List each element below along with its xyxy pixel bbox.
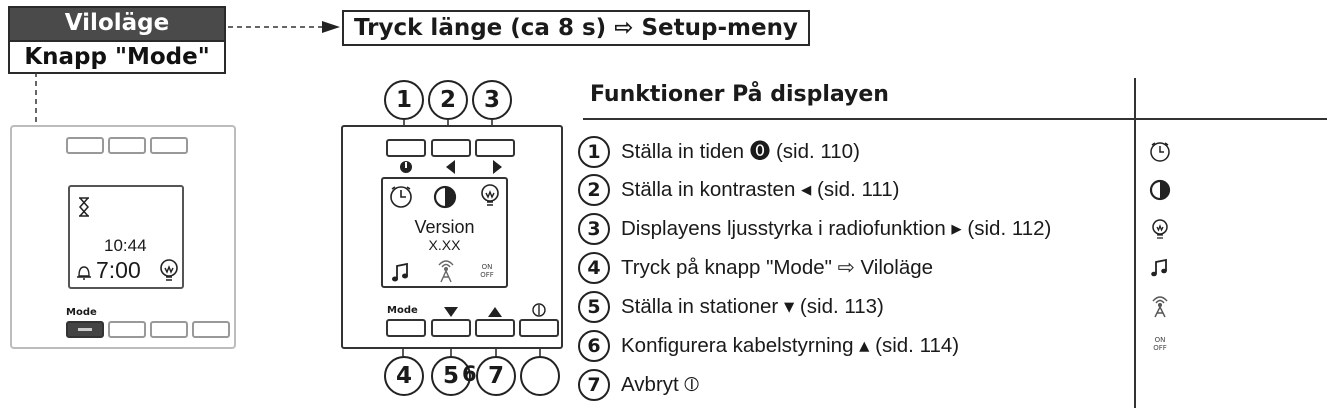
key-brightness[interactable] [475,139,515,157]
function-row-7: 7 Avbryt ⦶ [578,368,1138,402]
clock-icon [390,186,412,208]
function-row-1: 1 Ställa in tiden ⓿ (sid. 110) [578,135,1138,169]
triangle-up-icon [488,307,502,317]
setup-display: Version X.XX ON OFF [381,177,508,288]
device-top-key-1[interactable] [66,137,104,154]
function-number: 3 [578,213,610,245]
sleep-mode-label: Viloläge [10,8,224,40]
callout-5: 5 [431,356,471,396]
function-number: 5 [578,291,610,323]
power-clock-symbol-icon [400,161,412,173]
function-row-2: 2 Ställa in kontrasten ◂ (sid. 111) [578,173,1138,207]
table-divider-vertical [1134,78,1136,408]
clock-icon [1150,142,1170,162]
antenna-icon [438,260,454,283]
device-bottom-key-4[interactable] [192,321,230,338]
callout-2: 2 [428,80,468,120]
function-text: Ställa in tiden ⓿ (sid. 110) [621,140,860,163]
key-contrast[interactable] [431,139,471,157]
callout-4: 4 [384,356,424,396]
function-text: Tryck på knapp "Mode" ⇨ Viloläge [621,256,934,279]
mode-key[interactable] [66,321,104,338]
mode-key-label: Mode [387,305,418,316]
bulb-icon [481,184,499,206]
function-row-3: 3 Displayens ljusstyrka i radiofunktion … [578,212,1138,246]
function-text: Avbryt ⦶ [621,373,700,396]
function-row-4: 4 Tryck på knapp "Mode" ⇨ Viloläge [578,251,1138,285]
device-display: 10:44 7:00 [68,185,184,289]
onoff-switch-icon: ON OFF [1153,336,1167,352]
function-text: Konfigurera kabelstyrning ▴ (sid. 114) [621,334,960,357]
onoff-switch-icon: ON OFF [480,263,494,279]
key-stations[interactable] [431,319,471,337]
mode-key[interactable] [386,319,426,337]
contrast-icon [1149,179,1171,201]
contrast-icon [433,185,457,209]
device-bottom-key-3[interactable] [150,321,188,338]
callout-cancel [520,356,560,396]
triangle-down-icon [444,307,458,317]
device-sleep-mode: 10:44 7:00 Mode [10,125,236,349]
key-cable-control[interactable] [475,319,515,337]
callout-6: 6 [462,362,477,386]
function-number: 2 [578,174,610,206]
clock-time: 10:44 [104,236,147,255]
version-value: X.XX [428,237,461,253]
function-text: Ställa in kontrasten ◂ (sid. 111) [621,178,900,201]
mode-label-box: Viloläge Knapp "Mode" [8,6,226,74]
triangle-right-icon [493,160,502,174]
bulb-icon [1152,219,1168,239]
function-row-6: 6 Konfigurera kabelstyrning ▴ (sid. 114) [578,329,1138,363]
table-divider-horizontal [583,118,1327,120]
antenna-icon [1152,296,1168,318]
alarm-time: 7:00 [96,257,141,283]
callout-7: 7 [476,356,516,396]
mode-button-label: Knapp "Mode" [10,40,224,72]
music-note-icon [1151,258,1167,277]
function-number: 6 [578,330,610,362]
mode-key-label: Mode [66,307,97,318]
device-bottom-key-2[interactable] [108,321,146,338]
function-number: 7 [578,369,610,401]
callout-3: 3 [472,80,512,120]
device-setup-menu: Version X.XX ON OFF Mode [341,125,563,349]
functions-title: Funktioner På displayen [590,82,889,107]
hourglass-icon [78,197,90,217]
triangle-left-icon [446,160,455,174]
callout-1: 1 [384,80,424,120]
key-cancel[interactable] [519,319,559,337]
version-label: Version [414,217,475,237]
function-text: Displayens ljusstyrka i radiofunktion ▸ … [621,217,1052,240]
function-row-5: 5 Ställa in stationer ▾ (sid. 113) [578,290,1138,324]
device-top-key-3[interactable] [150,137,188,154]
device-top-key-2[interactable] [108,137,146,154]
function-number: 1 [578,136,610,168]
bulb-icon [160,259,178,281]
cancel-circle-icon [532,303,546,317]
function-text: Ställa in stationer ▾ (sid. 113) [621,295,884,318]
key-set-time[interactable] [386,139,426,157]
music-note-icon [392,262,408,282]
bell-icon [77,266,91,280]
function-number: 4 [578,252,610,284]
setup-menu-label: Tryck länge (ca 8 s) ⇨ Setup-meny [342,10,810,46]
